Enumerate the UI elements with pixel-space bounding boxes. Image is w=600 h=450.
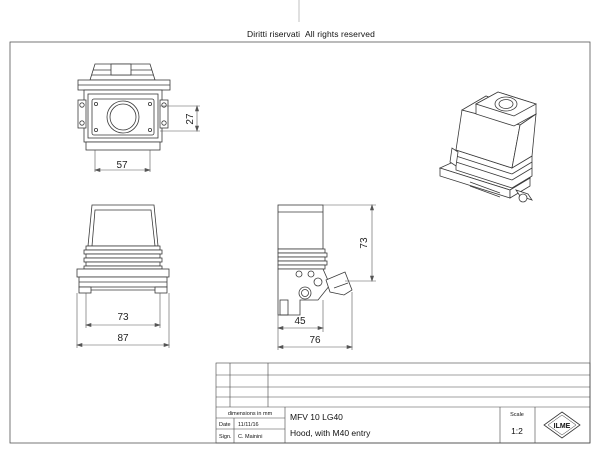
profile-view — [277, 204, 353, 316]
dim-front-height: 27 — [185, 113, 196, 125]
rights-reserved-it: Diritti riservati — [247, 29, 301, 39]
dim-front-width: 57 — [116, 160, 128, 171]
date-label: Date — [219, 422, 231, 428]
rights-reserved-en: All rights reserved — [305, 29, 375, 39]
title-block — [215, 362, 591, 444]
scale-label: Scale — [510, 412, 524, 418]
part-code: MFV 10 LG40 — [290, 412, 343, 422]
sign-label: Sign. — [219, 434, 232, 440]
dim-profile-inner: 45 — [294, 316, 306, 327]
front-dimensions — [94, 105, 200, 173]
dim-side-outer: 87 — [117, 333, 129, 344]
front-view — [77, 63, 171, 151]
ilme-logo: ILME — [543, 411, 581, 439]
part-description: Hood, with M40 entry — [290, 428, 371, 438]
dim-profile-height: 73 — [359, 237, 370, 249]
isometric-view — [438, 91, 538, 203]
sign-value: C. Mainini — [238, 434, 262, 440]
profile-dimensions — [277, 204, 376, 350]
side-view — [76, 204, 170, 294]
logo-text: ILME — [554, 423, 571, 430]
scale-value: 1:2 — [511, 426, 523, 436]
side-dimensions — [76, 293, 170, 348]
date-value: 11/11/16 — [238, 422, 259, 428]
dim-side-inner: 73 — [117, 312, 129, 323]
units-note: dimensions in mm — [228, 411, 273, 417]
dim-profile-outer: 76 — [309, 335, 321, 346]
